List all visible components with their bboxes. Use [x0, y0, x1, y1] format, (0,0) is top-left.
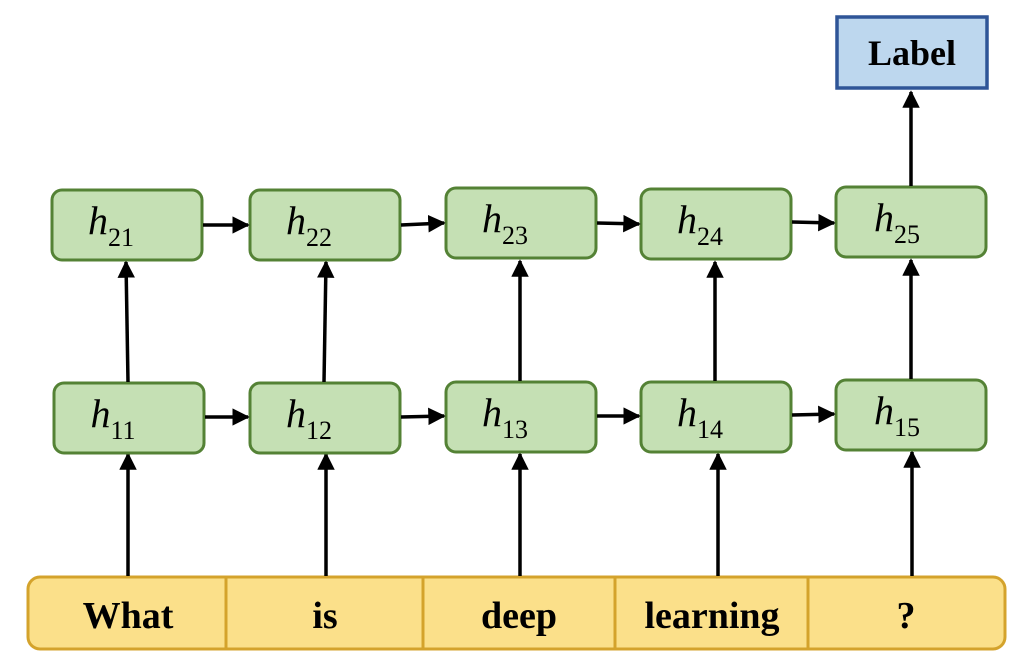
- cell-symbol: h: [482, 390, 502, 435]
- cell-subscript: 22: [306, 223, 332, 252]
- svg-text:h14: h14: [677, 390, 723, 444]
- cell-subscript: 25: [894, 220, 920, 249]
- hidden-cell: h12: [248, 381, 402, 455]
- cell-symbol: h: [90, 391, 110, 436]
- svg-text:h22: h22: [286, 198, 332, 252]
- layer-arrows: [117, 258, 920, 383]
- input-sequence: What is deep learning ?: [26, 575, 1007, 651]
- hidden-cell: h14: [639, 380, 793, 454]
- cell-symbol: h: [286, 391, 306, 436]
- arrow-up: [117, 260, 136, 383]
- arrow-up: [316, 260, 335, 383]
- cell-symbol: h: [88, 198, 108, 243]
- svg-text:h24: h24: [677, 197, 723, 251]
- svg-text:h13: h13: [482, 390, 528, 444]
- arrow-right: [400, 214, 446, 233]
- word-token: What: [83, 595, 174, 637]
- word-token: deep: [481, 595, 557, 637]
- word-token: is: [312, 595, 337, 637]
- cell-subscript: 23: [502, 221, 528, 250]
- cell-symbol: h: [874, 388, 894, 433]
- hidden-cell: h11: [52, 381, 206, 455]
- cell-symbol: h: [874, 195, 894, 240]
- input-arrows: [119, 450, 921, 576]
- cell-symbol: h: [482, 196, 502, 241]
- cell-subscript: 24: [697, 222, 723, 251]
- arrow-right: [400, 407, 446, 426]
- recurrent-arrows-layer-1: [205, 405, 836, 426]
- svg-text:h15: h15: [874, 388, 920, 442]
- cell-subscript: 12: [306, 416, 332, 445]
- recurrent-arrows-layer-2: [203, 213, 836, 234]
- word-token: learning: [644, 595, 779, 637]
- hidden-cell: h13: [444, 380, 598, 454]
- hidden-layer-1: h11 h12 h13 h14 h15: [52, 378, 988, 455]
- cell-subscript: 14: [697, 415, 723, 444]
- svg-text:h21: h21: [88, 198, 134, 252]
- cell-subscript: 15: [894, 413, 920, 442]
- hidden-cell: h24: [639, 187, 793, 261]
- hidden-cell: h21: [50, 188, 204, 262]
- arrow-right: [791, 405, 836, 424]
- svg-text:h12: h12: [286, 391, 332, 445]
- hidden-layer-2: h21 h22 h23 h24 h25: [50, 185, 988, 262]
- output-label-text: Label: [868, 33, 956, 73]
- cell-subscript: 21: [108, 223, 134, 252]
- arrow-right: [791, 213, 836, 232]
- cell-subscript: 11: [110, 416, 135, 445]
- word-token: ?: [897, 595, 916, 637]
- hidden-cell: h15: [834, 378, 988, 452]
- svg-text:h23: h23: [482, 196, 528, 250]
- cell-subscript: 13: [502, 415, 528, 444]
- cell-symbol: h: [677, 197, 697, 242]
- hidden-cell: h22: [248, 188, 402, 262]
- arrow-right: [596, 214, 641, 233]
- input-sequence-box: [26, 575, 1007, 651]
- output-label: Label: [835, 15, 989, 90]
- svg-text:h11: h11: [90, 391, 135, 445]
- cell-symbol: h: [677, 390, 697, 435]
- hidden-cell: h25: [834, 185, 988, 259]
- hidden-cell: h23: [444, 186, 598, 260]
- svg-text:h25: h25: [874, 195, 920, 249]
- cell-symbol: h: [286, 198, 306, 243]
